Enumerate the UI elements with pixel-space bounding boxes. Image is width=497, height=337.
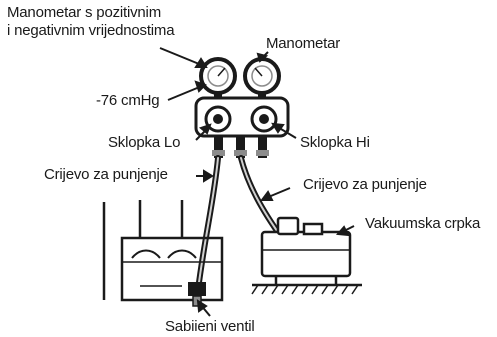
label-gauge-pos-neg-line2: i negativnim vrijednostima [7,22,175,39]
leader-gauge-pos-neg [159,47,205,67]
label-vacuum-pump: Vakuumska crpka [365,215,481,232]
label-hose-right: Crijevo za punjenje [303,176,427,193]
outdoor-unit [102,200,224,302]
manifold-ports [212,136,269,158]
label-switch-lo: Sklopka Lo [108,134,181,151]
label-gauge-pos-neg-line1: Manometar s pozitivnim [7,4,161,21]
right-gauge [243,57,281,95]
label-gauge: Manometar [266,35,341,52]
left-gauge-stem [214,92,222,100]
ground-hatching [251,283,362,295]
right-charging-hose [238,155,285,241]
label-hose-left: Crijevo za punjenje [44,166,168,183]
right-gauge-stem [258,92,266,100]
manifold-body [194,96,290,138]
leader-vacuum-reading [167,85,203,101]
valve [188,282,206,307]
vacuum-pump [260,216,352,284]
left-gauge [199,57,237,95]
label-switch-hi: Sklopka Hi [300,134,370,151]
label-vacuum-reading: -76 cmHg [96,92,160,109]
label-valve: Sabiieni ventil [165,318,255,335]
